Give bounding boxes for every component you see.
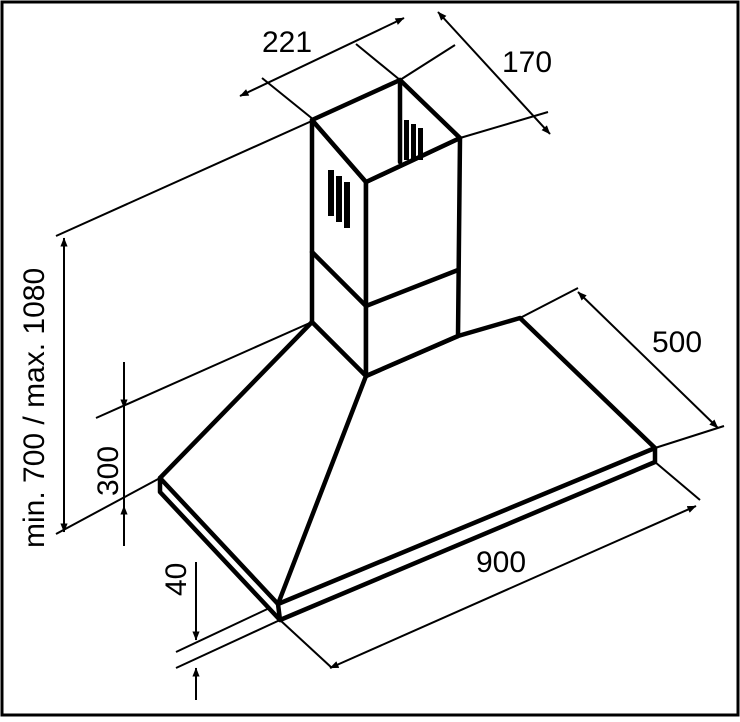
dim-170-line [437, 11, 551, 135]
label-900: 900 [476, 546, 526, 579]
chimney-top [309, 77, 463, 185]
vent-slots-left [328, 170, 350, 228]
dimension-arrows [60, 11, 719, 700]
label-total-height: min. 700 / max. 1080 [18, 268, 51, 548]
canopy-front-left-ridge [275, 373, 369, 607]
vent-slots-back [404, 120, 423, 160]
chimney-joint [309, 249, 461, 309]
label-40: 40 [160, 563, 193, 596]
canopy-left-edge [157, 319, 315, 481]
canopy-right-edge [455, 315, 658, 451]
label-221: 221 [262, 26, 312, 59]
dim-900-line [329, 505, 697, 669]
hood-body [157, 77, 658, 623]
dim-500-line [577, 291, 719, 429]
label-170: 170 [502, 46, 552, 79]
label-300: 300 [92, 446, 125, 496]
label-500: 500 [652, 326, 702, 359]
dim-221-line [239, 17, 405, 97]
